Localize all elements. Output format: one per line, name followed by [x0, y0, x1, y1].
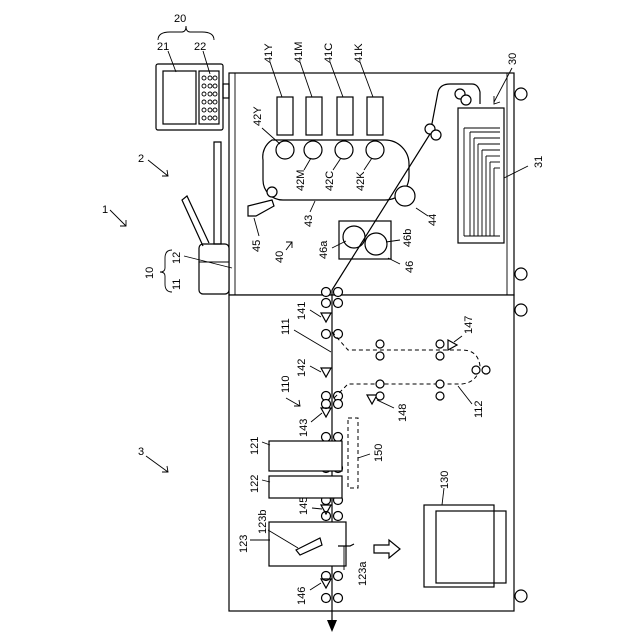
feed-roller: [431, 130, 441, 140]
document-tray: [182, 196, 209, 246]
label-44: 44: [427, 214, 439, 226]
label-148: 148: [397, 404, 409, 422]
secondary-transfer-roller-44: [395, 186, 415, 206]
foot-wheel: [515, 88, 527, 100]
label-46b: 46b: [402, 229, 414, 247]
label-10: 10: [144, 267, 156, 279]
photoconductor-42Y: [276, 141, 294, 159]
label-123: 123: [238, 535, 250, 553]
label-2: 2: [138, 153, 144, 165]
label-42Y: 42Y: [252, 106, 264, 126]
label-112: 112: [473, 400, 485, 418]
label-123b: 123b: [257, 510, 269, 534]
label-12: 12: [171, 252, 183, 264]
scanner-body: [199, 244, 229, 294]
label-147: 147: [463, 316, 475, 334]
label-41Y: 41Y: [263, 43, 275, 63]
label-41M: 41M: [293, 42, 305, 63]
foot-wheel: [515, 304, 527, 316]
processing-unit-122: [269, 476, 342, 498]
label-141: 141: [296, 302, 308, 320]
toner-cartridge-41K: [367, 97, 383, 135]
processing-unit-121: [269, 441, 342, 471]
label-46a: 46a: [318, 240, 330, 259]
label-21: 21: [157, 41, 169, 53]
label-3: 3: [138, 446, 144, 458]
label-130: 130: [439, 471, 451, 489]
scanner-lid: [214, 142, 221, 244]
label-42K: 42K: [355, 171, 367, 191]
label-30: 30: [507, 53, 519, 65]
label-142: 142: [296, 359, 308, 377]
toner-cartridge-41Y: [277, 97, 293, 135]
label-43: 43: [303, 215, 315, 227]
panel-mount: [223, 84, 229, 98]
photoconductor-42C: [335, 141, 353, 159]
photoconductor-42M: [304, 141, 322, 159]
label-40: 40: [274, 251, 286, 263]
label-42C: 42C: [324, 171, 336, 191]
label-42M: 42M: [295, 170, 307, 191]
fixing-roller-46a: [343, 226, 365, 248]
toner-cartridge-41M: [306, 97, 322, 135]
label-41K: 41K: [353, 43, 365, 63]
label-150: 150: [373, 444, 385, 462]
label-20: 20: [174, 13, 186, 25]
feed-roller: [461, 95, 471, 105]
pressure-roller-46b: [365, 233, 387, 255]
label-45: 45: [251, 240, 263, 252]
label-110: 110: [280, 375, 292, 393]
label-145: 145: [298, 497, 310, 515]
label-1: 1: [102, 204, 108, 216]
foot-wheel: [515, 268, 527, 280]
label-22: 22: [194, 41, 206, 53]
label-11: 11: [171, 279, 183, 290]
label-123a: 123a: [357, 561, 369, 586]
photoconductor-42K: [366, 141, 384, 159]
label-146: 146: [296, 587, 308, 605]
belt-roller: [267, 187, 277, 197]
label-31: 31: [533, 156, 545, 168]
label-111: 111: [280, 318, 292, 335]
label-121: 121: [249, 437, 261, 455]
label-122: 122: [249, 475, 261, 493]
brace-20: [158, 26, 214, 40]
foot-wheel: [515, 590, 527, 602]
label-143: 143: [298, 419, 310, 437]
operation-panel: [156, 64, 223, 130]
label-41C: 41C: [323, 43, 335, 63]
exit-arrow: [327, 620, 337, 632]
output-tray-130: [424, 505, 494, 587]
label-46: 46: [404, 261, 416, 273]
toner-cartridge-41C: [337, 97, 353, 135]
